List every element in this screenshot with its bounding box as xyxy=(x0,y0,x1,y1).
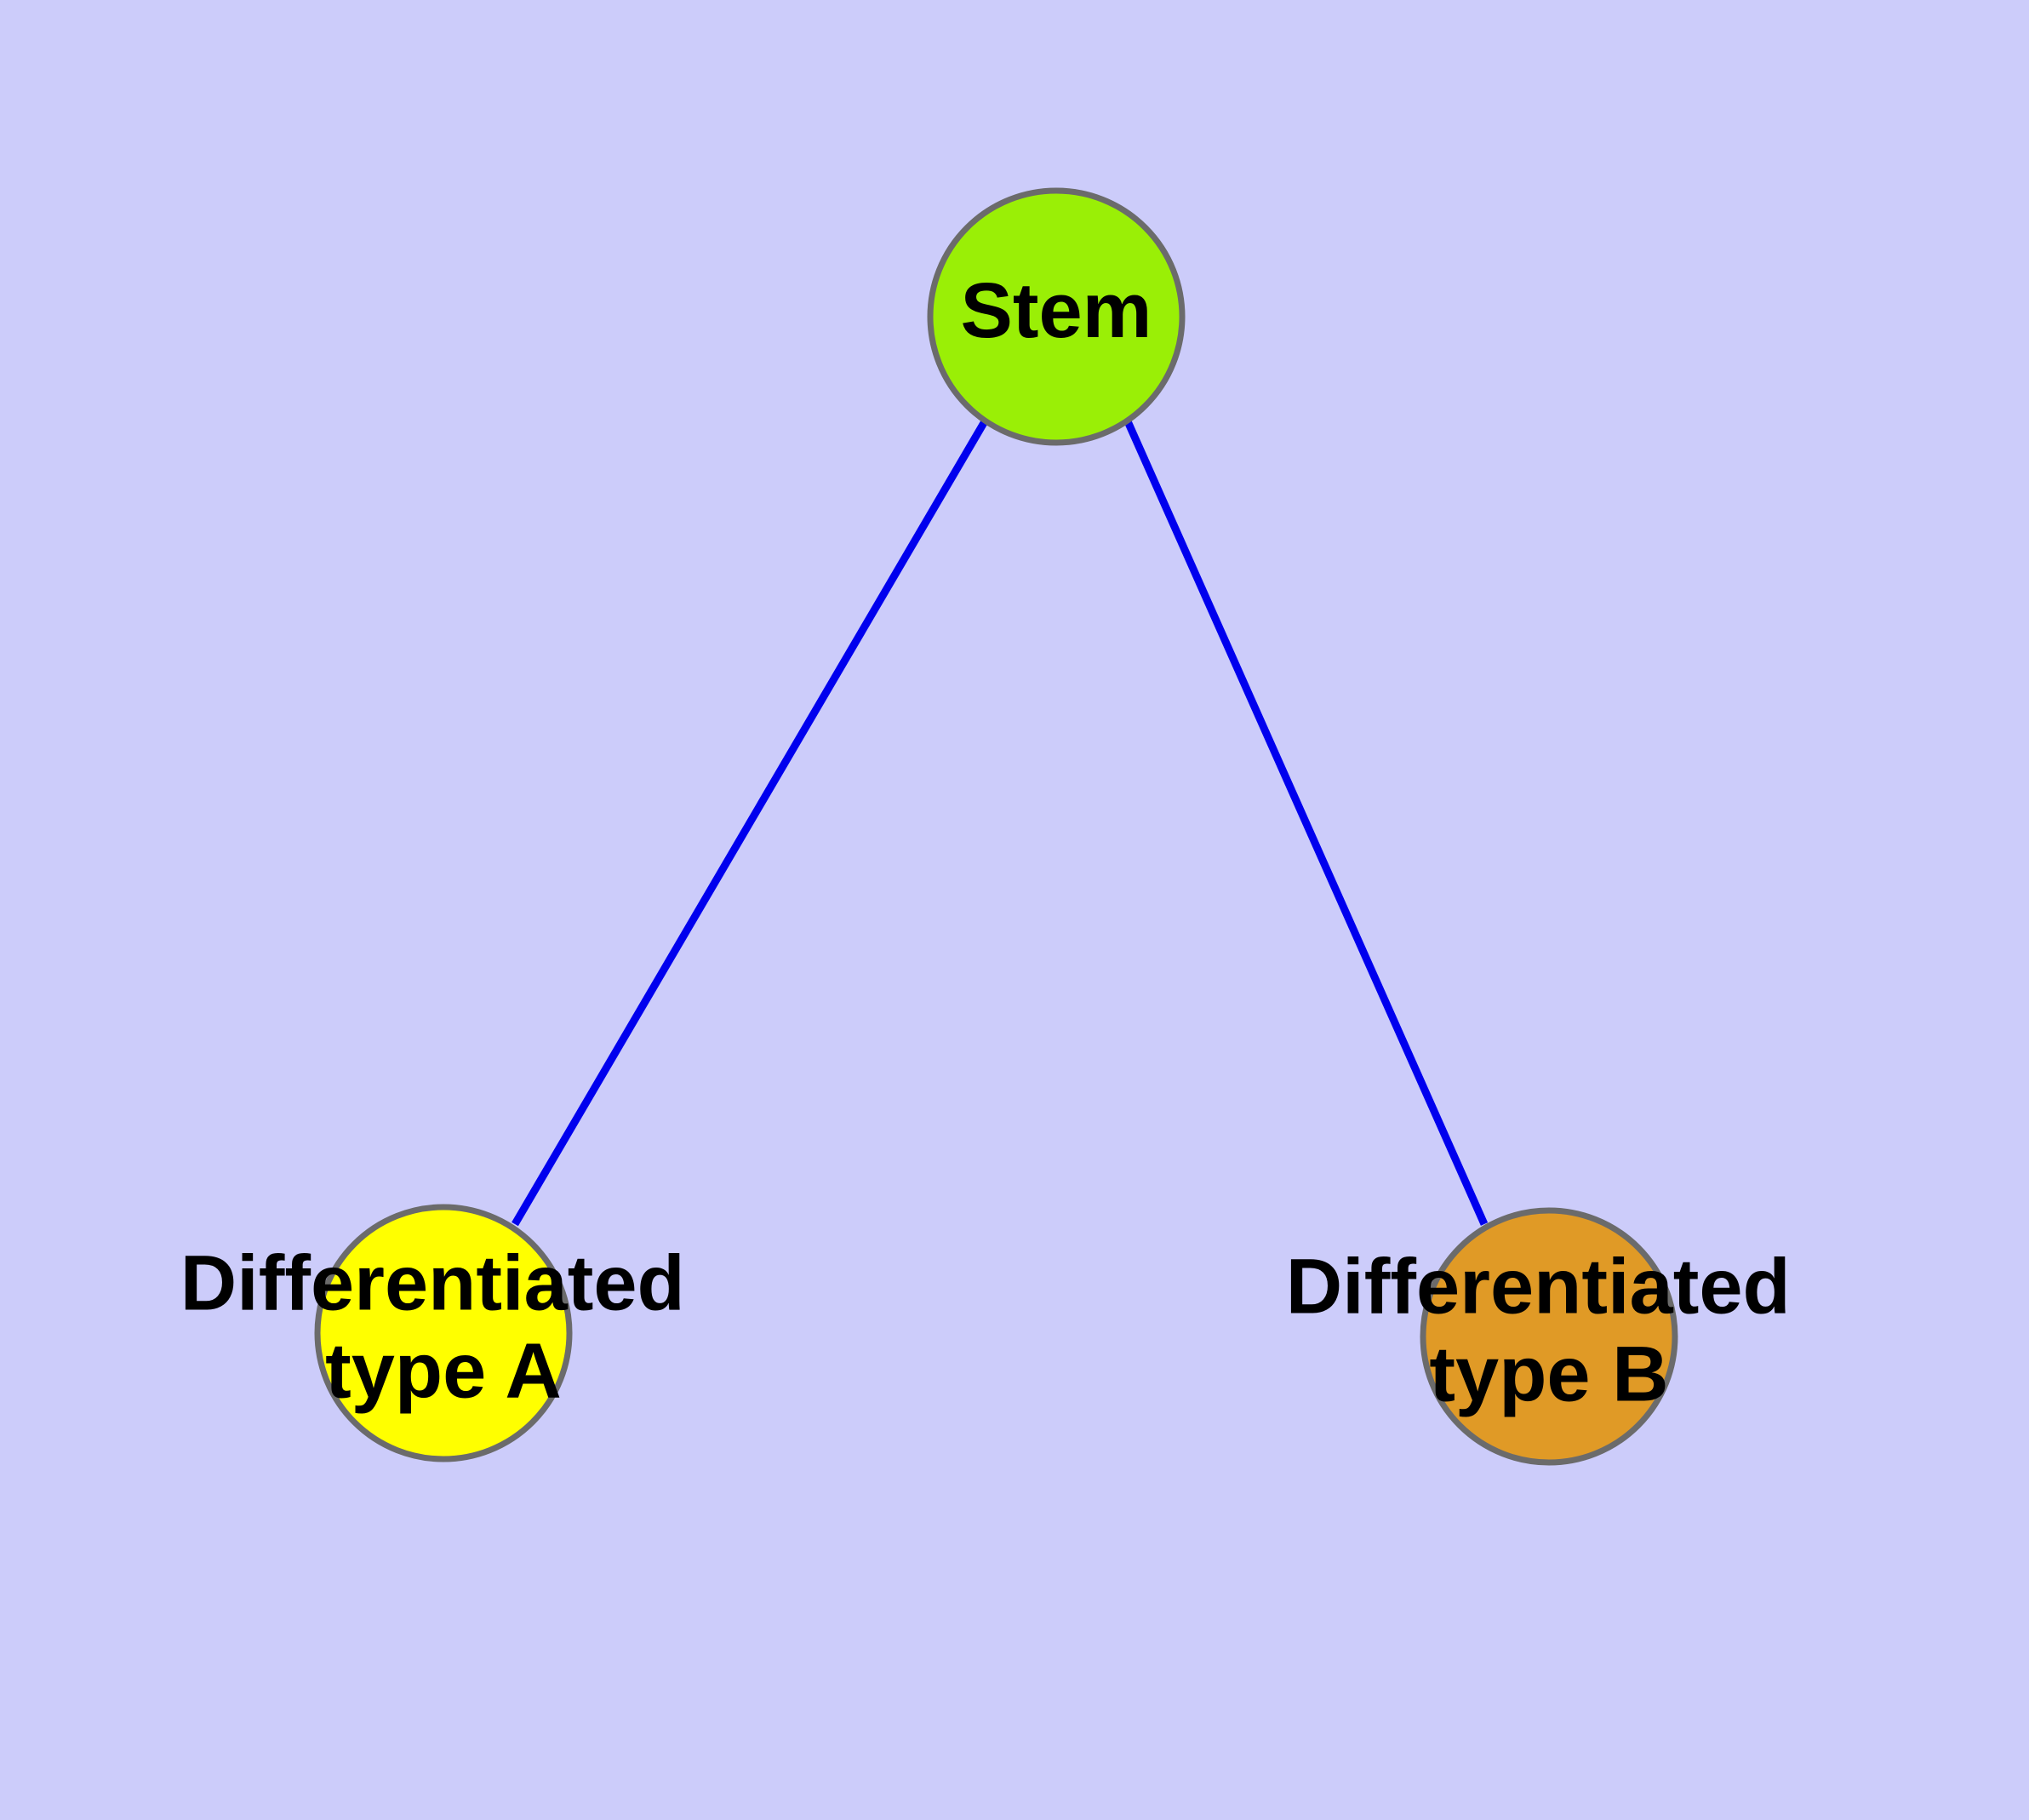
edges-group xyxy=(512,419,1489,1227)
edge-stem-to-differentiated-type-a[interactable] xyxy=(512,419,988,1227)
node-differentiated-type-b-label-line-1: Differentiated xyxy=(1286,1244,1791,1331)
node-differentiated-type-a-label-line-2: type A xyxy=(325,1328,562,1415)
edge-stem-to-differentiated-type-b[interactable] xyxy=(1123,420,1489,1226)
nodes-group xyxy=(314,187,1678,1466)
labels-group: Stem Differentiated type A Differentiate… xyxy=(180,267,1813,1418)
node-differentiated-type-b-label: Differentiated type B xyxy=(1286,1244,1813,1418)
node-differentiated-type-b-label-line-2: type B xyxy=(1429,1331,1668,1418)
node-differentiated-type-a-label: Differentiated type A xyxy=(180,1240,707,1415)
node-stem[interactable] xyxy=(927,187,1186,446)
node-stem-circle[interactable] xyxy=(927,187,1186,446)
node-differentiated-type-b-circle[interactable] xyxy=(1420,1207,1678,1466)
node-differentiated-type-a-label-line-1: Differentiated xyxy=(180,1240,685,1327)
node-differentiated-type-a[interactable] xyxy=(314,1204,573,1462)
node-differentiated-type-a-circle[interactable] xyxy=(314,1204,573,1462)
node-stem-label: Stem xyxy=(961,267,1152,354)
node-stem-label-line-1: Stem xyxy=(961,267,1152,354)
node-differentiated-type-b[interactable] xyxy=(1420,1207,1678,1466)
